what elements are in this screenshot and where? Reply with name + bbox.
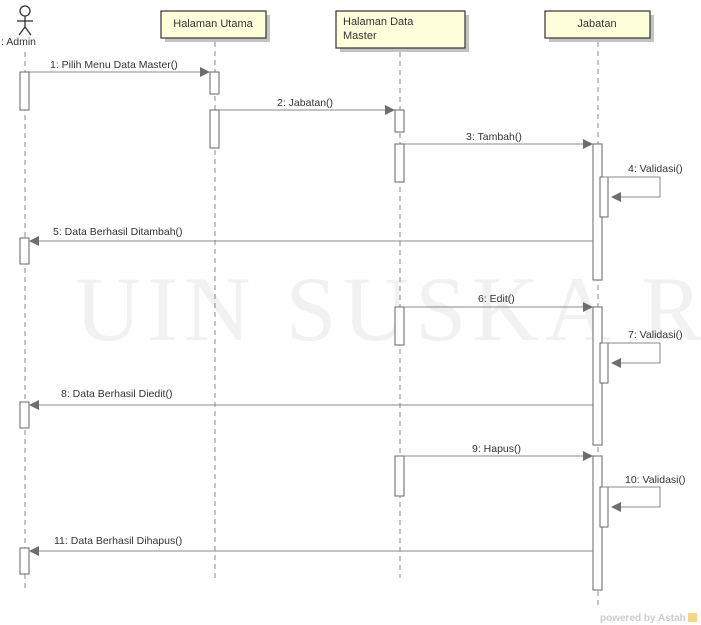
arrowhead-icon	[29, 546, 39, 556]
message-7-self-call: 7: Validasi()	[602, 329, 683, 368]
activation-bar	[394, 455, 405, 497]
activation-bar	[394, 143, 405, 183]
activation-bar	[19, 401, 30, 429]
lifeline-label: Jabatan	[577, 18, 616, 30]
lifeline-label-line-1: Halaman Data	[343, 16, 414, 28]
message-label: 4: Validasi()	[628, 163, 683, 175]
footer: powered by Astah	[600, 613, 697, 624]
message-1: 1: Pilih Menu Data Master()	[29, 59, 210, 77]
message-label: 1: Pilih Menu Data Master()	[50, 59, 178, 71]
arrowhead-icon	[583, 302, 593, 312]
message-label: 3: Tambah()	[466, 131, 522, 143]
lifeline-head-halaman-data-master: Halaman Data Master	[335, 10, 469, 52]
arrowhead-icon	[583, 451, 593, 461]
message-label: 10: Validasi()	[625, 474, 686, 486]
actor-stick-figure-icon	[17, 5, 33, 36]
activation-bar	[19, 71, 30, 111]
message-9: 9: Hapus()	[404, 443, 593, 461]
message-label: 8: Data Berhasil Diedit()	[61, 388, 172, 400]
lifeline-label: Halaman Utama	[173, 18, 253, 30]
arrowhead-icon	[611, 192, 621, 202]
message-label: 11: Data Berhasil Dihapus()	[54, 535, 182, 547]
message-8: 8: Data Berhasil Diedit()	[29, 388, 593, 410]
message-3: 3: Tambah()	[404, 131, 593, 149]
message-11: 11: Data Berhasil Dihapus()	[29, 535, 593, 556]
message-6: 6: Edit()	[404, 293, 593, 312]
astah-logo-icon	[688, 613, 697, 622]
activation-bar	[599, 176, 609, 218]
arrowhead-icon	[611, 358, 621, 368]
message-label: 2: Jabatan()	[277, 97, 333, 109]
message-10-self-call: 10: Validasi()	[602, 474, 686, 512]
activation-bar	[209, 109, 220, 149]
actor-label: : Admin	[1, 36, 36, 48]
message-label: 7: Validasi()	[628, 329, 683, 341]
arrowhead-icon	[29, 236, 39, 246]
lifeline-head-jabatan: Jabatan	[544, 10, 654, 42]
lifeline-label-line-2: Master	[343, 30, 377, 42]
activation-bar	[394, 306, 405, 346]
message-label: 6: Edit()	[478, 293, 515, 305]
activation-bar	[394, 109, 405, 133]
message-4-self-call: 4: Validasi()	[602, 163, 683, 202]
actor-admin: : Admin	[1, 5, 36, 48]
arrowhead-icon	[385, 105, 395, 115]
message-label: 9: Hapus()	[472, 443, 521, 455]
activation-bar	[19, 547, 30, 575]
activation-bars	[19, 71, 609, 591]
activation-bar	[599, 342, 609, 384]
arrowhead-icon	[200, 67, 210, 77]
message-label: 5: Data Berhasil Ditambah()	[53, 226, 183, 238]
arrowhead-icon	[611, 502, 621, 512]
message-5: 5: Data Berhasil Ditambah()	[29, 226, 593, 246]
arrowhead-icon	[583, 139, 593, 149]
activation-bar	[19, 237, 30, 265]
activation-bar	[599, 486, 609, 528]
activation-bar	[209, 71, 220, 95]
lifeline-head-halaman-utama: Halaman Utama	[160, 10, 270, 42]
arrowhead-icon	[29, 400, 39, 410]
message-2: 2: Jabatan()	[219, 97, 395, 115]
footer-text: powered by Astah	[600, 613, 686, 624]
